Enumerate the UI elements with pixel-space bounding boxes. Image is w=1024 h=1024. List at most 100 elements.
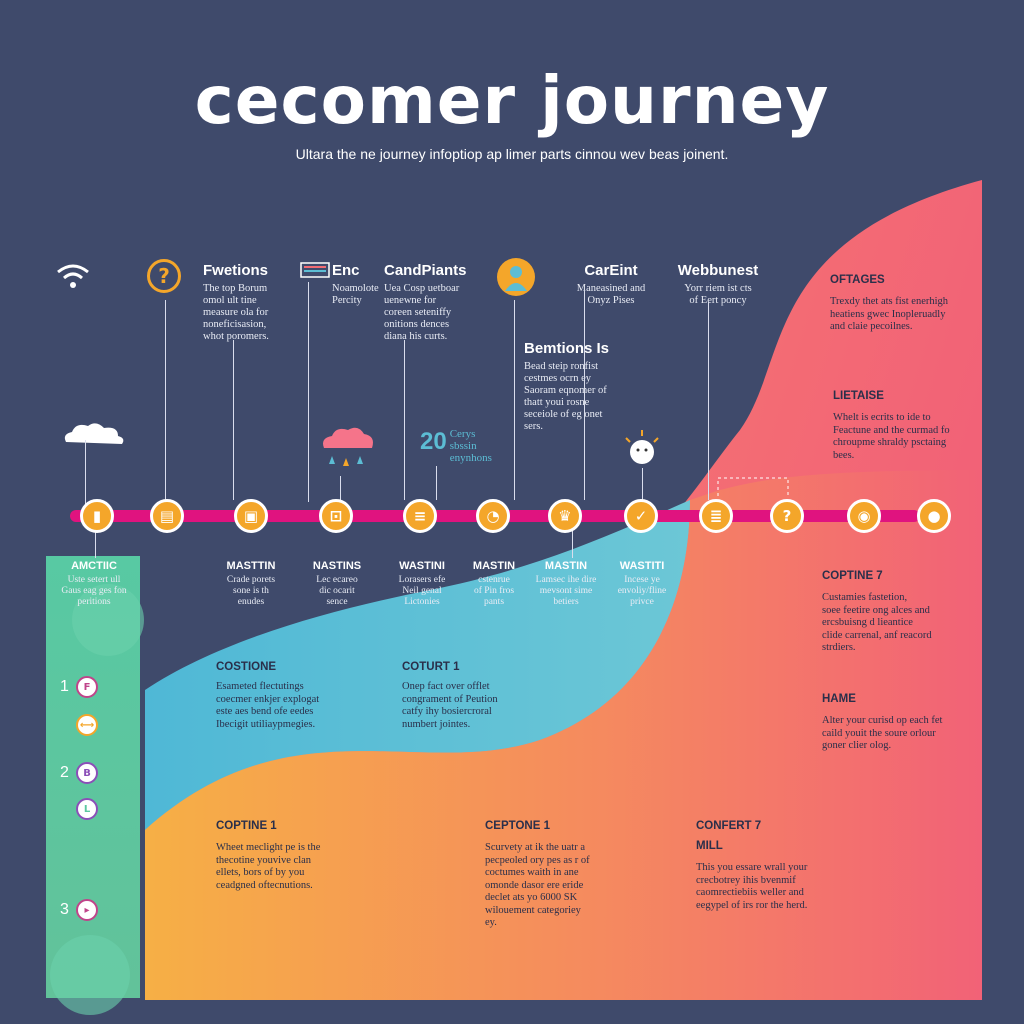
timeline-label-body: Crade porets sone is th enudes	[226, 575, 276, 607]
side-panel-title: AMCTIIC	[71, 560, 117, 572]
wifi-icon	[57, 264, 89, 288]
section-body: Whelt is ecrits to ide to Feactune and t…	[833, 412, 950, 461]
section-body: Esameted flectutings coecmer enkjer expl…	[216, 681, 320, 730]
teal-wave	[145, 500, 690, 830]
section-title: CONFERT 7	[696, 820, 762, 832]
timeline-label-body: Incese ye envoliy/fline privce	[617, 575, 667, 607]
bottom-region	[145, 470, 982, 1000]
section-title: CEPTONE 1	[485, 820, 550, 832]
section-title: COPTINE 1	[216, 820, 277, 832]
section-body: Alter your curisd op each fet caild youi…	[822, 715, 943, 751]
section-coptine1: COPTINE 1 Wheet meclight pe is the theco…	[216, 820, 376, 892]
timeline-label: WASTINI Lorasers efe Neil genal Lictonie…	[377, 560, 467, 608]
section-body: Custamies fastetion, soee feetire ong al…	[822, 592, 932, 653]
section-coturt: COTURT 1 Onep fact over offlet congramen…	[402, 661, 562, 731]
section-title: HAME	[822, 693, 856, 705]
stage-title: Webbunest	[677, 262, 759, 279]
question-node-icon[interactable]: ?	[770, 499, 804, 533]
crown-icon[interactable]: ♛	[548, 499, 582, 533]
timeline-label-title: MASTIN	[472, 560, 516, 572]
stage-body: Bead steip ronfist cestmes ocrn ey Saora…	[524, 361, 607, 432]
sun-face-icon	[625, 430, 659, 464]
section-confert7: CONFERT 7 MILL This you essare wrall you…	[696, 820, 856, 912]
keyboard-icon	[300, 262, 330, 278]
swirl-icon[interactable]: ◔	[476, 499, 510, 533]
timeline-label: MASTIN cstenrue of Pin fros pants	[449, 560, 539, 608]
stage-body: Uea Cosp uetboar uenewne for coreen sete…	[384, 283, 460, 342]
user-icon[interactable]: ●	[917, 499, 951, 533]
cloud-icon	[64, 423, 124, 444]
stage-careint: CarEint Maneasined and Onyz Pises	[566, 262, 656, 307]
section-costione: COSTIONE Esameted flectutings coecmer en…	[216, 661, 376, 731]
stage-title: Enc	[332, 262, 360, 279]
section-lietaise: LIETAISE Whelt is ecrits to ide to Feact…	[833, 390, 983, 462]
stat-block: 20 Cerys sbssin enynhons	[420, 428, 492, 464]
timeline-label-title: MASTIN	[544, 560, 588, 572]
stage-body: Maneasined and Onyz Pises	[576, 283, 646, 306]
note-icon[interactable]: ≣	[699, 499, 733, 533]
step-number: 2	[60, 764, 69, 781]
target-icon[interactable]: ◉	[847, 499, 881, 533]
timeline-label-body: Lamsec ihe dire mevsont sime betiers	[535, 575, 597, 607]
stage-fwetions: Fwetions The top Borum omol ult tine mea…	[203, 262, 303, 343]
step-badge-icon[interactable]: ⟷	[76, 714, 98, 736]
section-ceptone1: CEPTONE 1 Scurvety at ik the uatr a pecp…	[485, 820, 645, 930]
step-number: 3	[60, 901, 69, 918]
side-panel-body: Uste setert ull Gaus eag ges fon peritio…	[61, 575, 127, 607]
timeline-label-title: MASTTIN	[226, 560, 276, 572]
stage-title: CandPiants	[384, 262, 467, 279]
section-title: OFTAGES	[830, 274, 885, 286]
stage-webbunest: Webbunest Yorr riem ist cts of Eert ponc…	[668, 262, 768, 307]
page-subtitle: Ultara the ne journey infoptiop ap limer…	[295, 146, 729, 162]
timeline-label-body: cstenrue of Pin fros pants	[473, 575, 515, 607]
stage-body: Yorr riem ist cts of Eert poncy	[684, 283, 752, 306]
section-oftages: OFTAGES Trexdy thet ats fist enerhigh he…	[830, 274, 980, 334]
step-badge-icon[interactable]: F	[76, 676, 98, 698]
stage-bemtions: Bemtions Is Bead steip ronfist cestmes o…	[524, 340, 634, 433]
timeline-label: MASTTIN Crade porets sone is th enudes	[206, 560, 296, 608]
timeline-label: WASTITI Incese ye envoliy/fline privce	[597, 560, 687, 608]
page-title: cecomer journey	[194, 62, 830, 139]
person-icon	[497, 258, 535, 296]
section-hame: HAME Alter your curisd op each fet caild…	[822, 693, 972, 753]
timeline-label: NASTINS Lec ecareo dic ocarit sence	[292, 560, 382, 608]
stage-body: The top Borum omol ult tine measure ola …	[203, 283, 269, 342]
section-title: COSTIONE	[216, 661, 277, 673]
timeline-label-title: WASTITI	[619, 560, 665, 572]
timeline-label-body: Lec ecareo dic ocarit sence	[316, 575, 358, 607]
bookmark-icon[interactable]: ▤	[150, 499, 184, 533]
timeline-label-body: Lorasers efe Neil genal Lictonies	[398, 575, 446, 607]
section-body: Wheet meclight pe is the thecotine youvi…	[216, 842, 321, 891]
document-icon[interactable]: ≡	[403, 499, 437, 533]
section-body: Trexdy thet ats fist enerhigh heatiens g…	[830, 296, 949, 332]
stat-number: 20	[420, 428, 447, 455]
check-icon[interactable]: ✓	[624, 499, 658, 533]
lock-icon[interactable]: ⊡	[319, 499, 353, 533]
section-title: COTURT 1	[402, 661, 460, 673]
stage-title: Bemtions Is	[524, 340, 610, 357]
stage-enc: Enc Noamolote Percity	[332, 262, 412, 307]
timeline-label-title: WASTINI	[399, 560, 445, 572]
step-badge-icon[interactable]: ▸	[76, 899, 98, 921]
chart-icon[interactable]: ▮	[80, 499, 114, 533]
section-body: Scurvety at ik the uatr a pecpeoled ory …	[485, 842, 590, 928]
side-panel-header: AMCTIIC Uste setert ull Gaus eag ges fon…	[50, 560, 138, 608]
section-body: Onep fact over offlet congrament of Peut…	[402, 681, 498, 730]
step-number: 1	[60, 678, 69, 695]
section-coptine7: COPTINE 7 Custamies fastetion, soee feet…	[822, 570, 972, 655]
timeline-label: MASTIN Lamsec ihe dire mevsont sime beti…	[521, 560, 611, 608]
section-title: COPTINE 7	[822, 570, 883, 582]
stage-title: Fwetions	[203, 262, 269, 279]
stage-candpiants: CandPiants Uea Cosp uetboar uenewne for …	[384, 262, 504, 343]
timeline-label-title: NASTINS	[312, 560, 362, 572]
section-body: This you essare wrall your crecbotrey ih…	[696, 862, 808, 911]
step-badge-icon[interactable]: B	[76, 762, 98, 784]
step-badge-icon[interactable]: L	[76, 798, 98, 820]
stage-body: Noamolote Percity	[332, 283, 379, 306]
stat-label: Cerys sbssin enynhons	[449, 428, 492, 464]
rain-cloud-icon	[323, 427, 373, 466]
section-subtitle: MILL	[696, 840, 723, 852]
stage-title: CarEint	[584, 262, 638, 279]
section-title: LIETAISE	[833, 390, 884, 402]
bag-icon[interactable]: ▣	[234, 499, 268, 533]
